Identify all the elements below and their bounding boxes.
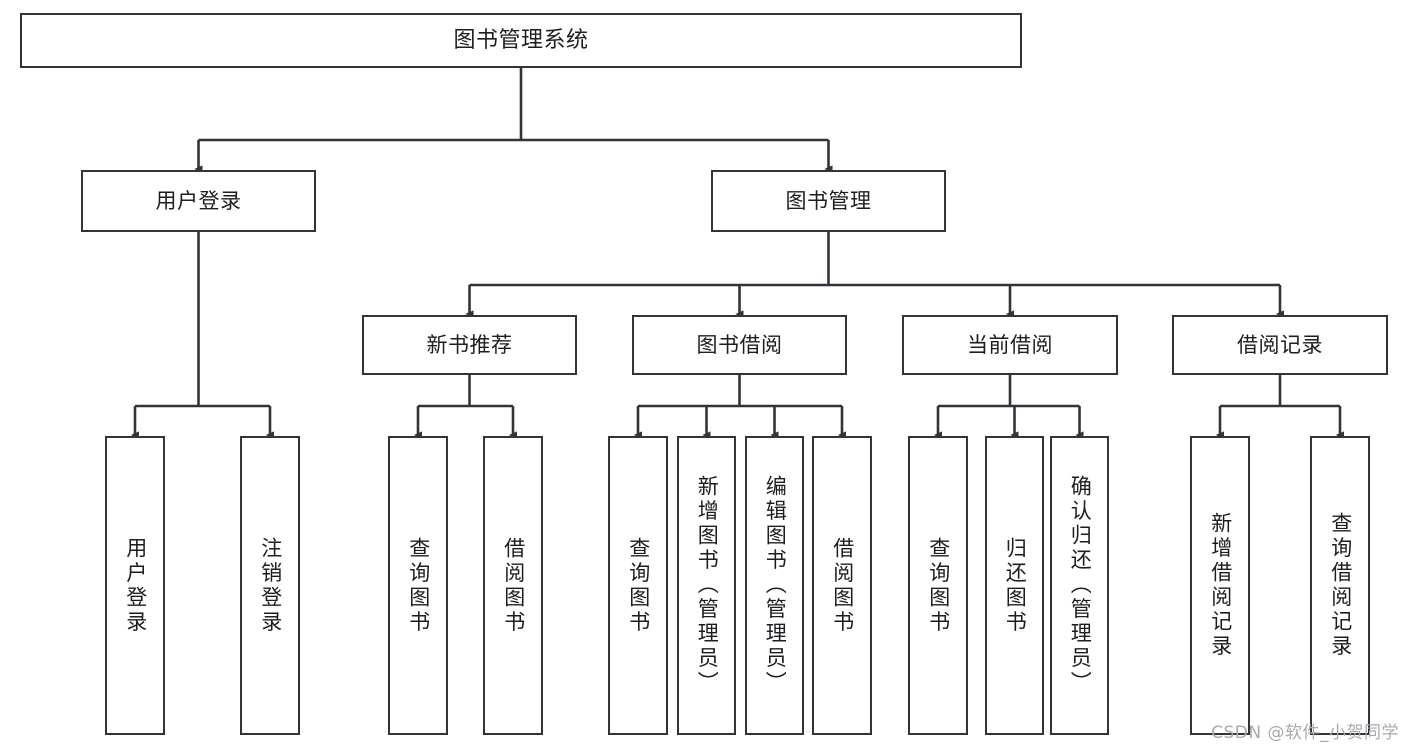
leaf-user-logout[interactable]: 注销登录 <box>240 436 300 735</box>
leaf-query-borrow-record[interactable]: 查询借阅记录 <box>1310 436 1370 735</box>
leaf-add-book[interactable]: 新增图书（管理员） <box>677 436 736 735</box>
leaf-query-book-3-label: 查询图书 <box>926 536 951 635</box>
node-book-management-label: 图书管理 <box>785 188 872 213</box>
node-root[interactable]: 图书管理系统 <box>20 13 1022 68</box>
csdn-watermark: CSDN @软件_小贺同学 <box>1211 723 1399 743</box>
node-book-borrow[interactable]: 图书借阅 <box>632 315 847 375</box>
leaf-borrow-book-2-label: 借阅图书 <box>830 536 855 635</box>
leaf-query-book-2-label: 查询图书 <box>626 536 651 635</box>
leaf-user-logout-label: 注销登录 <box>258 536 283 635</box>
leaf-query-book-1[interactable]: 查询图书 <box>388 436 448 735</box>
leaf-borrow-book-1-label: 借阅图书 <box>501 536 526 635</box>
leaf-return-book-label: 归还图书 <box>1003 536 1028 635</box>
leaf-borrow-book-2[interactable]: 借阅图书 <box>812 436 872 735</box>
node-new-book-recommend-label: 新书推荐 <box>426 332 513 357</box>
leaf-add-borrow-record[interactable]: 新增借阅记录 <box>1190 436 1250 735</box>
leaf-query-book-1-label: 查询图书 <box>406 536 431 635</box>
leaf-edit-book[interactable]: 编辑图书（管理员） <box>745 436 804 735</box>
node-book-management[interactable]: 图书管理 <box>711 170 946 232</box>
node-new-book-recommend[interactable]: 新书推荐 <box>362 315 577 375</box>
node-borrow-records[interactable]: 借阅记录 <box>1172 315 1388 375</box>
leaf-user-login[interactable]: 用户登录 <box>105 436 165 735</box>
node-root-label: 图书管理系统 <box>453 27 589 53</box>
leaf-confirm-return-label: 确认归还（管理员） <box>1068 475 1093 696</box>
leaf-borrow-book-1[interactable]: 借阅图书 <box>483 436 543 735</box>
node-current-borrow[interactable]: 当前借阅 <box>902 315 1118 375</box>
leaf-edit-book-label: 编辑图书（管理员） <box>763 475 788 696</box>
node-book-borrow-label: 图书借阅 <box>696 332 783 357</box>
leaf-return-book[interactable]: 归还图书 <box>985 436 1044 735</box>
leaf-add-borrow-record-label: 新增借阅记录 <box>1208 512 1233 659</box>
node-borrow-records-label: 借阅记录 <box>1237 332 1323 357</box>
node-user-login[interactable]: 用户登录 <box>81 170 316 232</box>
leaf-confirm-return[interactable]: 确认归还（管理员） <box>1050 436 1109 735</box>
node-current-borrow-label: 当前借阅 <box>967 332 1053 357</box>
node-user-login-label: 用户登录 <box>155 188 242 213</box>
leaf-query-book-2[interactable]: 查询图书 <box>608 436 668 735</box>
leaf-add-book-label: 新增图书（管理员） <box>695 475 720 696</box>
leaf-query-borrow-record-label: 查询借阅记录 <box>1328 512 1353 659</box>
leaf-query-book-3[interactable]: 查询图书 <box>908 436 968 735</box>
leaf-user-login-label: 用户登录 <box>123 536 148 635</box>
